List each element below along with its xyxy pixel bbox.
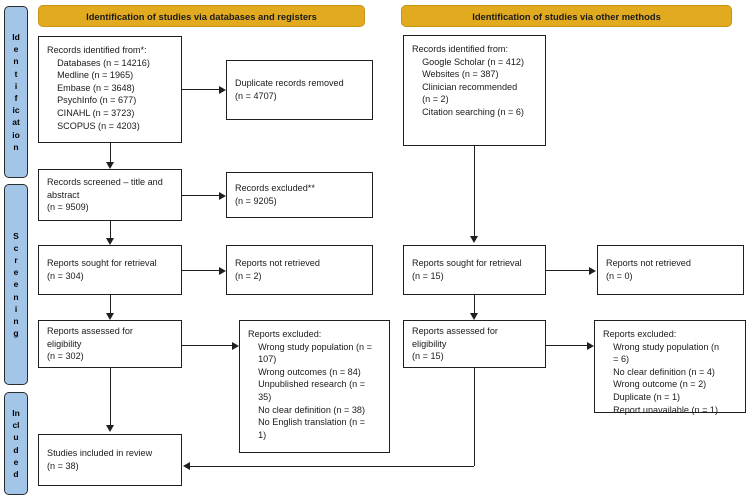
node-text: Records identified from*: Databases (n =… (47, 45, 150, 131)
phase-letter: ic (12, 105, 20, 116)
phase-label-identification: Id e n t i f ic at io n (4, 6, 28, 178)
phase-letter: t (14, 68, 18, 79)
node-studies-included-in-review: Studies included in review (n = 38) (38, 434, 182, 486)
arrowhead-screened (105, 162, 114, 169)
phase-letter: e (13, 267, 19, 278)
connector-sought-other-to-not-retrieved (546, 270, 590, 272)
connector-identified-to-screened (109, 143, 111, 164)
phase-letter: n (13, 316, 19, 326)
phase-letter: In (12, 407, 20, 418)
header-databases-label: Identification of studies via databases … (86, 10, 317, 22)
header-databases-registers: Identification of studies via databases … (38, 5, 365, 27)
phase-letter: S (13, 230, 19, 241)
arrowhead-reports-excluded (232, 341, 239, 350)
node-text: Reports sought for retrieval (n = 15) (412, 258, 522, 281)
connector-assessed-to-excluded (182, 345, 233, 347)
node-text: Reports assessed for eligibility (n = 15… (412, 326, 498, 362)
node-text: Records screened – title and abstract (n… (47, 177, 163, 213)
node-reports-excluded-databases: Reports excluded: Wrong study population… (239, 320, 390, 453)
phase-letter: i (14, 303, 18, 314)
connector-sought-to-not-retrieved (182, 270, 220, 272)
arrowhead-not-retrieved-other (589, 266, 596, 275)
node-text: Studies included in review (n = 38) (47, 448, 153, 471)
node-records-excluded: Records excluded** (n = 9205) (226, 172, 373, 218)
phase-letter: at (12, 117, 20, 128)
phase-letter: io (12, 129, 20, 140)
node-records-screened: Records screened – title and abstract (n… (38, 169, 182, 221)
phase-label-screening: S c r e e n i n g (4, 184, 28, 385)
arrowhead-reports-assessed (105, 313, 114, 320)
connector-assessed-other-to-excluded (546, 345, 588, 347)
connector-assessed-other-down (473, 368, 475, 466)
node-records-identified-databases: Records identified from*: Databases (n =… (38, 36, 182, 143)
arrowhead-reports-sought-other (469, 236, 478, 243)
node-text: Reports not retrieved (n = 2) (235, 258, 320, 281)
phase-letter: d (13, 468, 19, 479)
phase-letter: g (13, 328, 19, 339)
phase-letter: d (13, 444, 19, 455)
phase-letter: n (13, 141, 19, 152)
node-text: Reports sought for retrieval (n = 304) (47, 258, 157, 281)
connector-assessed-to-included (109, 368, 111, 427)
connector-screened-to-sought (109, 221, 111, 240)
phase-label-included: In cl u d e d (4, 392, 28, 495)
node-text: Reports assessed for eligibility (n = 30… (47, 326, 133, 362)
arrowhead-not-retrieved (219, 266, 226, 275)
node-reports-excluded-other: Reports excluded: Wrong study population… (594, 320, 746, 415)
arrowhead-studies-included (105, 425, 114, 432)
phase-letter: e (13, 44, 19, 55)
node-reports-assessed-other: Reports assessed for eligibility (n = 15… (403, 320, 546, 368)
arrowhead-included-from-other (183, 461, 190, 470)
connector-other-branch-to-included (190, 465, 474, 467)
phase-letter: f (14, 93, 18, 103)
node-text: Reports excluded: Wrong study population… (248, 329, 372, 440)
node-text: Records identified from: Google Scholar … (412, 44, 524, 117)
arrowhead-reports-excluded-other (587, 341, 594, 350)
phase-letter: u (13, 432, 19, 443)
connector-sought-other-to-assessed (473, 295, 475, 314)
phase-letter: e (13, 456, 19, 467)
phase-letter: c (13, 242, 19, 253)
phase-letter: i (14, 80, 18, 91)
phase-letter: Id (12, 31, 20, 42)
arrowhead-duplicates (219, 85, 226, 94)
node-text: Reports not retrieved (n = 0) (606, 258, 691, 281)
node-text: Reports excluded: Wrong study population… (603, 329, 720, 415)
phase-letter: r (14, 254, 18, 265)
arrowhead-reports-sought (105, 238, 114, 245)
phase-letter: n (13, 291, 19, 302)
node-records-identified-other: Records identified from: Google Scholar … (403, 35, 546, 146)
phase-letter: e (13, 279, 19, 290)
phase-letter: n (13, 56, 19, 67)
arrowhead-reports-assessed-other (469, 313, 478, 320)
header-other-label: Identification of studies via other meth… (472, 10, 661, 22)
phase-letter: cl (12, 420, 20, 431)
node-text: Records excluded** (n = 9205) (235, 183, 315, 206)
node-text: Duplicate records removed (n = 4707) (235, 78, 344, 101)
node-reports-assessed-databases: Reports assessed for eligibility (n = 30… (38, 320, 182, 368)
connector-identified-to-duplicates (182, 89, 220, 91)
header-other-methods: Identification of studies via other meth… (401, 5, 732, 27)
connector-screened-to-excluded (182, 195, 220, 197)
node-reports-sought-databases: Reports sought for retrieval (n = 304) (38, 245, 182, 295)
node-reports-not-retrieved-other: Reports not retrieved (n = 0) (597, 245, 744, 295)
arrowhead-records-excluded (219, 191, 226, 200)
node-reports-not-retrieved-databases: Reports not retrieved (n = 2) (226, 245, 373, 295)
connector-identified-other-to-sought (473, 146, 475, 238)
node-reports-sought-other: Reports sought for retrieval (n = 15) (403, 245, 546, 295)
connector-sought-to-assessed (109, 295, 111, 314)
node-duplicate-records-removed: Duplicate records removed (n = 4707) (226, 60, 373, 120)
